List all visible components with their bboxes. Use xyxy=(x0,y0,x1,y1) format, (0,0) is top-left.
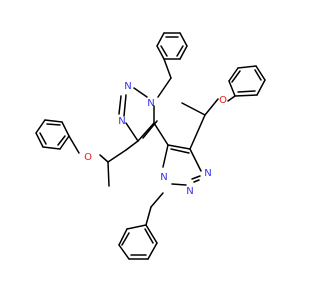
nitrogen-n3-upper: N xyxy=(118,116,125,127)
oxygen-lower: O xyxy=(219,95,227,106)
bond xyxy=(191,175,201,180)
bond xyxy=(170,148,190,154)
bond xyxy=(162,144,169,168)
bond xyxy=(126,224,147,230)
bond xyxy=(35,119,46,134)
bond xyxy=(189,148,202,172)
bond xyxy=(42,146,61,150)
bond xyxy=(145,206,152,226)
bond xyxy=(171,183,187,186)
bond xyxy=(160,45,168,57)
nitrogen-n3-lower: N xyxy=(204,168,211,179)
bond xyxy=(179,32,188,47)
bond xyxy=(39,132,47,145)
bond xyxy=(254,69,262,81)
bond-lines xyxy=(35,32,266,260)
bond xyxy=(157,77,172,98)
bond xyxy=(156,45,165,60)
bond xyxy=(99,154,109,163)
nitrogen-n2-upper: N xyxy=(124,81,131,92)
bond xyxy=(107,149,127,163)
bond xyxy=(137,122,155,142)
bond xyxy=(237,90,256,93)
bond xyxy=(121,232,130,246)
bond xyxy=(118,244,130,260)
atom-labels: N N N O N N N O xyxy=(84,81,227,197)
bond xyxy=(189,114,206,150)
bond xyxy=(163,58,172,79)
bond xyxy=(150,192,164,208)
bond xyxy=(35,132,44,148)
bond xyxy=(181,102,206,116)
bond xyxy=(179,45,188,60)
bond xyxy=(167,144,191,150)
bond xyxy=(153,122,169,146)
bond xyxy=(234,94,258,97)
bond xyxy=(231,70,241,83)
nitrogen-n1-lower: N xyxy=(160,172,167,183)
bond xyxy=(227,95,236,102)
bond xyxy=(44,119,63,123)
bond xyxy=(237,65,257,69)
bond xyxy=(107,161,110,187)
bond xyxy=(133,87,148,98)
bond xyxy=(156,32,165,47)
bond xyxy=(57,135,66,146)
bond xyxy=(176,45,184,57)
bond xyxy=(68,135,80,154)
bond xyxy=(118,228,128,246)
bond xyxy=(228,67,239,82)
bond xyxy=(204,98,219,116)
bond xyxy=(193,179,200,183)
bond xyxy=(147,242,158,260)
molecule-structure: N N N O N N N O xyxy=(35,32,266,260)
bond xyxy=(255,65,266,81)
bond xyxy=(144,228,154,244)
bond xyxy=(125,122,139,142)
bond xyxy=(61,121,70,137)
oxygen-upper: O xyxy=(84,152,92,163)
nitrogen-n1-upper: N xyxy=(147,98,154,109)
bond xyxy=(123,94,127,117)
bond xyxy=(118,95,122,115)
bond xyxy=(46,123,61,126)
bond xyxy=(59,135,70,150)
bond xyxy=(145,224,158,244)
bond xyxy=(228,80,236,97)
bond xyxy=(256,79,266,96)
nitrogen-n2-lower: N xyxy=(186,186,193,197)
bond xyxy=(125,140,139,151)
